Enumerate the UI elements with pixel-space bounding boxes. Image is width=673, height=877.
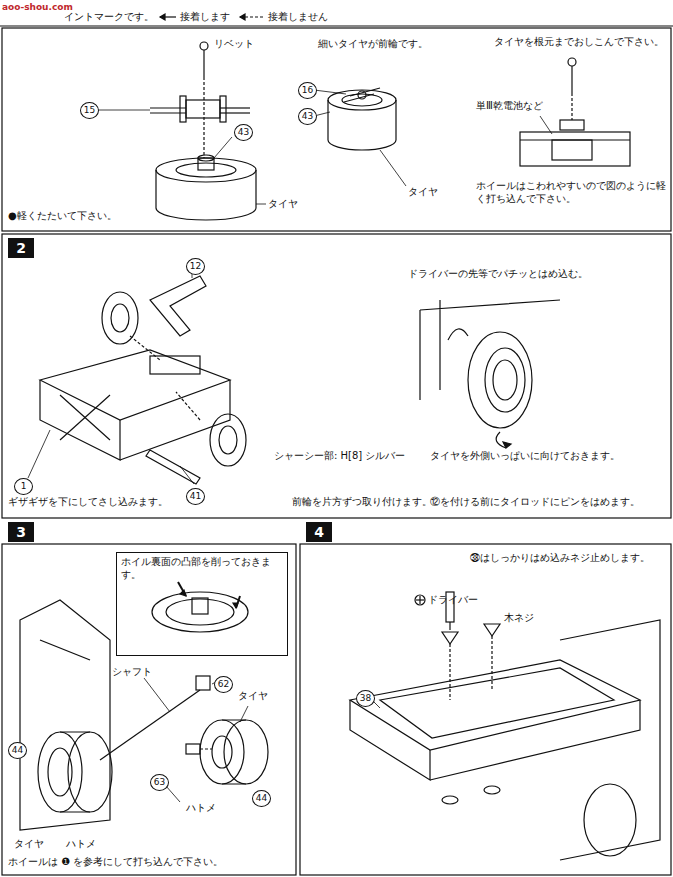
inset-box: ホイル裏面の凸部を削っておきます。 [116, 552, 288, 656]
callout-number: 15 [80, 102, 99, 119]
note-text: ホイールは ❶ を参考にして打ち込んで下さい。 [8, 856, 288, 869]
note-text: 単Ⅲ乾電池など [476, 100, 543, 113]
note-text: 細いタイヤが前輪です。 [318, 38, 428, 51]
part-name: 木ネジ [504, 612, 534, 625]
note-text: タイヤを根元までおしこんで下さい。 [494, 36, 668, 49]
part-name: タイヤ [268, 198, 298, 211]
part-name: ハトメ [186, 802, 216, 815]
step-number: 2 [8, 238, 34, 258]
callout-number: 16 [298, 82, 317, 99]
callout-number: 1 [14, 478, 33, 495]
note-text: シャーシー部: H[8] シルバー [274, 450, 405, 463]
step-badge: 2 [8, 238, 34, 258]
step-badge: 3 [8, 522, 34, 542]
callout-number: 62 [214, 676, 233, 693]
callout-number: 43 [298, 108, 317, 125]
part-name: シャフト [112, 666, 152, 679]
note-text: ●軽くたたいて下さい。 [8, 210, 117, 223]
callout-number: 43 [234, 124, 253, 141]
callout-number: 63 [150, 774, 169, 791]
note-text: ㊳はしっかりはめ込みネジ止めします。 [470, 552, 666, 565]
step-number: 4 [306, 522, 332, 542]
step-badge: 4 [306, 522, 332, 542]
note-text: タイヤを外側いっぱいに向けておきます。 [430, 450, 620, 463]
callout-number: 44 [8, 742, 27, 759]
callout-number: 12 [186, 258, 205, 275]
note-text: 前輪を片方ずつ取り付けます。 [292, 496, 432, 509]
watermark: aoo-shou.com [2, 2, 73, 13]
note-text: イントマークです。 [64, 11, 154, 24]
part-name: タイヤ [408, 186, 438, 199]
part-name: タイヤ [14, 838, 44, 851]
step-number: 3 [8, 522, 34, 542]
part-name: タイヤ [238, 690, 268, 703]
callout-number: 44 [252, 790, 271, 807]
callout-number: 41 [186, 488, 205, 505]
part-name: リベット [214, 38, 254, 51]
note-text: ドライバーの先等でパチッとはめ込む。 [408, 268, 588, 281]
note-text: ⑫を付ける前にタイロッドにピンをはめます。 [430, 496, 666, 509]
note-text: ギザギザを下にしてさし込みます。 [8, 496, 168, 509]
note-text: ホイールはこわれやすいので図のように軽く打ち込んで下さい。 [476, 180, 666, 205]
note-text: 接着しません [268, 11, 328, 24]
part-name: ドライバー [428, 594, 478, 607]
note-text: ホイル裏面の凸部を削っておきます。 [117, 553, 287, 585]
callout-number: 38 [356, 690, 375, 707]
part-name: ハトメ [66, 838, 96, 851]
note-text: 接着します [180, 11, 230, 24]
